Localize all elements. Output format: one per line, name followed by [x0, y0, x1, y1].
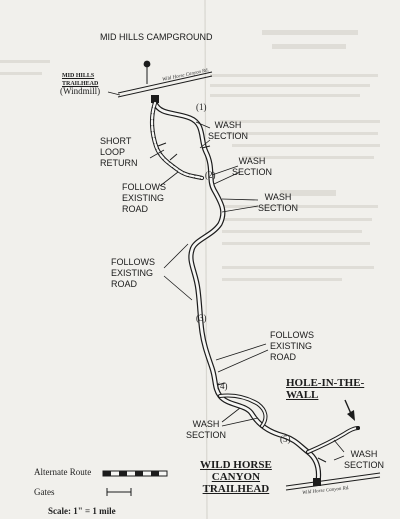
campground-marker-icon: [143, 60, 151, 68]
ghost-text: [232, 144, 380, 147]
waypoint-4: (4): [217, 381, 228, 391]
trailhead-marker-icon: [151, 95, 159, 103]
wash-section-label-4: WASH SECTION: [186, 419, 227, 440]
ghost-text: [210, 84, 370, 87]
arrow-icon: [344, 399, 355, 421]
ghost-text: [0, 72, 42, 75]
ghost-text: [222, 230, 362, 233]
ghost-text: [226, 132, 378, 135]
legend-gate-swatch: [106, 488, 132, 496]
hole-in-the-wall-spur: [306, 426, 360, 454]
waypoint-3: (3): [196, 313, 207, 323]
ghost-text: [0, 60, 50, 63]
wash-section-label-3: WASH SECTION: [258, 192, 299, 213]
bottom-road: [285, 472, 381, 491]
trailhead-marker-icon: [313, 478, 321, 486]
wash-spur: [218, 393, 268, 428]
ghost-text: [262, 30, 358, 35]
waypoint-1: (1): [196, 102, 207, 112]
short-loop-return-label: SHORT LOOP RETURN: [100, 136, 138, 168]
ghost-text: [210, 94, 360, 97]
windmill-label: (Windmill): [60, 86, 101, 96]
ghost-text: [210, 74, 378, 77]
legend-gates-label: Gates: [34, 487, 55, 497]
top-road: [117, 71, 213, 98]
waypoint-5: (5): [280, 434, 291, 444]
paper-fold: [204, 0, 208, 519]
follows-existing-road-label-3: FOLLOWS EXISTING ROAD: [270, 330, 315, 362]
legend-alternate-route-swatch: [102, 470, 168, 477]
ghost-text: [222, 218, 372, 221]
ghost-text: [280, 190, 336, 196]
wash-section-label-1: WASH SECTION: [208, 120, 249, 141]
hole-in-the-wall-label: HOLE-IN-THE- WALL: [286, 377, 365, 401]
alternate-route: [149, 100, 205, 181]
main-trail: [152, 100, 322, 485]
scale-label: Scale: 1" = 1 mile: [48, 506, 116, 516]
ghost-text: [242, 156, 374, 159]
waypoint-2: (2): [205, 170, 216, 180]
wash-section-label-5: WASH SECTION: [344, 449, 385, 470]
ghost-text: [222, 242, 370, 245]
label-leaders: [107, 91, 345, 461]
ghost-text: [272, 44, 346, 49]
wild-horse-canyon-trailhead-label: WILD HORSE CANYON TRAILHEAD: [200, 459, 272, 495]
ghost-text: [222, 205, 378, 208]
mid-hills-campground-label: MID HILLS CAMPGROUND: [100, 32, 213, 42]
wash-section-label-2: WASH SECTION: [232, 156, 273, 177]
follows-existing-road-label-1: FOLLOWS EXISTING ROAD: [122, 182, 167, 214]
mid-hills-trailhead-label: MID HILLS TRAILHEAD: [62, 73, 99, 87]
gate-icon: [157, 142, 327, 463]
ghost-text: [222, 278, 342, 281]
ghost-text: [222, 266, 374, 269]
legend-alternate-route-label: Alternate Route: [34, 467, 92, 477]
ghost-text: [220, 120, 380, 123]
follows-existing-road-label-2: FOLLOWS EXISTING ROAD: [111, 257, 156, 289]
